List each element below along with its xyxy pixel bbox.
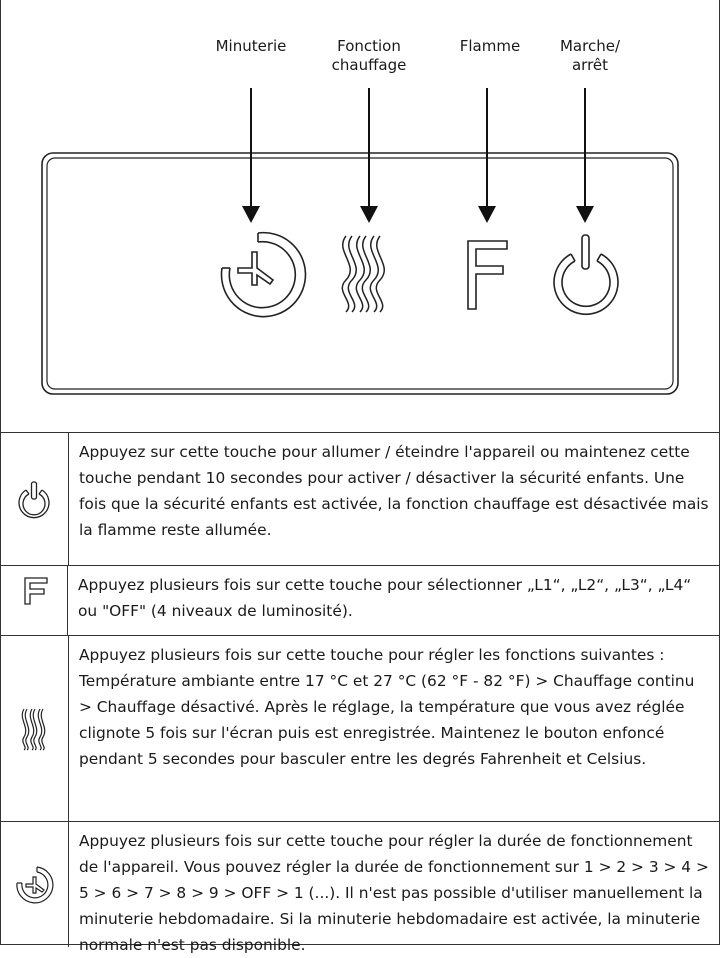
flame-icon (467, 240, 508, 310)
heating-icon-cell (0, 636, 69, 821)
arrow-marche-arret (576, 88, 594, 223)
label-marche-arret: Marche/ arrêt (559, 37, 620, 74)
timer-icon (16, 865, 54, 903)
timer-icon-cell (0, 822, 69, 947)
timer-description: Appuyez plusieurs fois sur cette touche … (79, 832, 709, 954)
panel-outline (41, 152, 679, 395)
heating-description: Appuyez plusieurs fois sur cette touche … (79, 646, 695, 768)
arrow-flamme (478, 88, 496, 223)
panel-inner-outline (46, 157, 674, 390)
flame-icon (23, 577, 48, 605)
timer-icon (220, 231, 307, 318)
table-row-timer: Appuyez plusieurs fois sur cette touche … (0, 822, 720, 954)
table-row-flame: Appuyez plusieurs fois sur cette touche … (0, 566, 720, 636)
instruction-table: Appuyez sur cette touche pour allumer / … (0, 433, 720, 954)
arrow-fonction-chauffage (360, 88, 378, 223)
table-row-heating: Appuyez plusieurs fois sur cette touche … (0, 636, 720, 822)
power-icon (553, 234, 619, 315)
table-row-power: Appuyez sur cette touche pour allumer / … (0, 433, 720, 566)
heating-icon (341, 235, 386, 313)
flame-icon-cell (0, 566, 68, 635)
label-flamme: Flamme (459, 37, 521, 55)
panel-drawing (41, 88, 679, 395)
heating-icon (21, 708, 46, 750)
power-description: Appuyez sur cette touche pour allumer / … (79, 443, 709, 539)
control-panel-diagram: Minuterie Fonction chauffage Flamme Marc… (0, 0, 720, 433)
power-icon (18, 481, 50, 519)
arrow-minuterie (242, 88, 260, 223)
label-fonction-chauffage: Fonction chauffage (331, 37, 407, 74)
flame-description: Appuyez plusieurs fois sur cette touche … (78, 576, 692, 620)
label-minuterie: Minuterie (215, 37, 287, 55)
power-icon-cell (0, 433, 69, 565)
